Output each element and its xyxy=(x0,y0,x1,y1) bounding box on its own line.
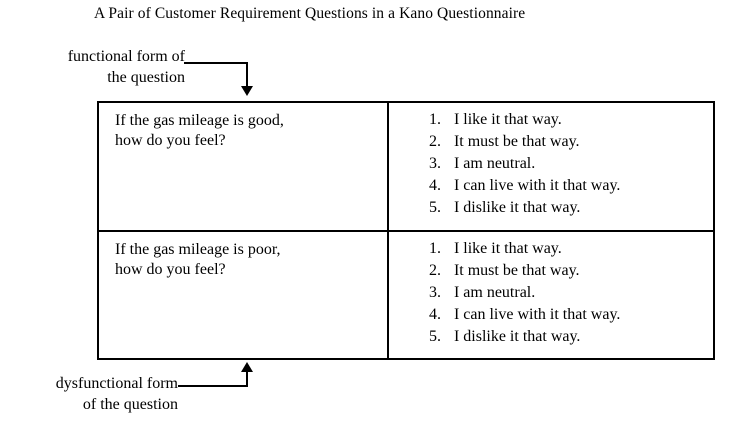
functional-question-text: If the gas mileage is good, how do you f… xyxy=(99,103,387,150)
dysfunctional-form-label-line1: dysfunctional form xyxy=(55,375,178,392)
dysfunctional-question-line1: If the gas mileage is poor, xyxy=(115,241,281,258)
dysfunctional-form-label-line2: of the question xyxy=(82,396,178,413)
list-item[interactable]: 1. I like it that way. xyxy=(389,238,713,260)
list-item[interactable]: 2. It must be that way. xyxy=(389,260,713,282)
dysfunctional-question-line2: how do you feel? xyxy=(115,260,226,278)
answer-text: I dislike it that way. xyxy=(453,199,581,216)
list-item[interactable]: 5. I dislike it that way. xyxy=(389,197,713,219)
dysfunctional-answer-list: 1. I like it that way. 2. It must be that … xyxy=(389,232,713,348)
functional-leader-vertical-line xyxy=(246,62,248,88)
answer-number: 4. xyxy=(428,306,441,323)
answer-text: It must be that way. xyxy=(453,133,580,150)
list-item[interactable]: 5. I dislike it that way. xyxy=(389,326,713,348)
kano-questionnaire-table: If the gas mileage is good, how do you f… xyxy=(97,101,715,360)
arrow-down-icon xyxy=(241,86,253,96)
dysfunctional-question-text: If the gas mileage is poor, how do you f… xyxy=(99,232,387,279)
arrow-up-icon xyxy=(241,362,253,372)
functional-question-line2: how do you feel? xyxy=(115,131,226,149)
dysfunctional-leader-horizontal-line xyxy=(178,385,248,387)
functional-leader-horizontal-line xyxy=(184,62,248,64)
functional-question-line1: If the gas mileage is good, xyxy=(115,112,284,129)
answer-text: I am neutral. xyxy=(453,155,536,172)
answer-number: 5. xyxy=(428,199,441,216)
functional-form-label-line1: functional form of xyxy=(67,48,185,65)
dysfunctional-question-cell: If the gas mileage is poor, how do you f… xyxy=(98,231,389,359)
list-item[interactable]: 3. I am neutral. xyxy=(389,282,713,304)
list-item[interactable]: 1. I like it that way. xyxy=(389,109,713,131)
answer-number: 1. xyxy=(428,111,441,128)
answer-text: It must be that way. xyxy=(453,262,580,279)
functional-answer-list: 1. I like it that way. 2. It must be that … xyxy=(389,103,713,219)
functional-answers-cell: 1. I like it that way. 2. It must be that … xyxy=(387,102,714,232)
figure-title: A Pair of Customer Requirement Questions… xyxy=(94,5,526,22)
functional-form-annotation: functional form of the question xyxy=(5,46,185,88)
list-item[interactable]: 3. I am neutral. xyxy=(389,153,713,175)
answer-number: 4. xyxy=(428,177,441,194)
dysfunctional-leader-vertical-line xyxy=(246,371,248,386)
list-item[interactable]: 4. I can live with it that way. xyxy=(389,175,713,197)
functional-question-cell: If the gas mileage is good, how do you f… xyxy=(98,102,389,232)
answer-text: I can live with it that way. xyxy=(453,306,621,323)
answer-number: 1. xyxy=(428,240,441,257)
list-item[interactable]: 2. It must be that way. xyxy=(389,131,713,153)
dysfunctional-answers-cell: 1. I like it that way. 2. It must be that … xyxy=(388,231,714,359)
dysfunctional-form-annotation: dysfunctional form of the question xyxy=(2,373,178,415)
table-row: If the gas mileage is poor, how do you f… xyxy=(98,231,714,359)
answer-number: 3. xyxy=(428,284,441,301)
answer-text: I like it that way. xyxy=(453,240,562,257)
answer-number: 3. xyxy=(428,155,441,172)
answer-text: I like it that way. xyxy=(453,111,562,128)
answer-text: I am neutral. xyxy=(453,284,536,301)
answer-number: 2. xyxy=(428,262,441,279)
answer-number: 5. xyxy=(428,328,441,345)
answer-number: 2. xyxy=(428,133,441,150)
functional-form-label-line2: the question xyxy=(107,69,185,86)
answer-text: I can live with it that way. xyxy=(453,177,621,194)
table-row: If the gas mileage is good, how do you f… xyxy=(98,102,714,232)
list-item[interactable]: 4. I can live with it that way. xyxy=(389,304,713,326)
answer-text: I dislike it that way. xyxy=(453,328,581,345)
